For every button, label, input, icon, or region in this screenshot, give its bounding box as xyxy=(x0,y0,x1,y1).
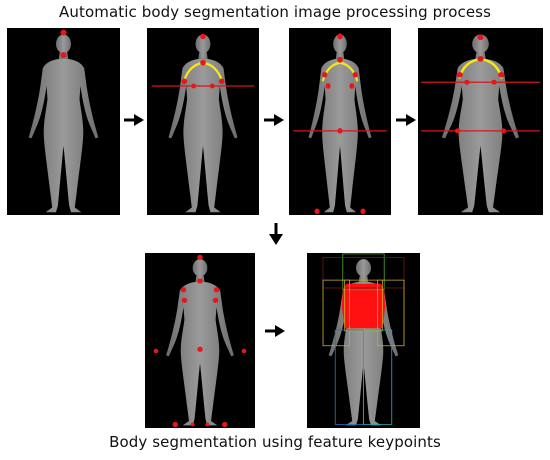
arrow-down-icon xyxy=(269,223,283,245)
panel-segmentation xyxy=(307,253,420,428)
arrow-right-icon xyxy=(124,114,144,126)
panel-keypoints xyxy=(145,253,255,428)
arrow-right-icon xyxy=(265,325,285,337)
panel-hip-line xyxy=(289,28,391,215)
diagram-caption: Body segmentation using feature keypoint… xyxy=(109,433,441,451)
arrow-right-icon xyxy=(264,114,284,126)
diagram-title: Automatic body segmentation image proces… xyxy=(59,3,491,21)
panel-two-lines xyxy=(418,28,543,215)
arrow-right-icon xyxy=(396,114,416,126)
panel-original xyxy=(7,28,120,215)
panel-shoulder-line xyxy=(147,28,259,215)
